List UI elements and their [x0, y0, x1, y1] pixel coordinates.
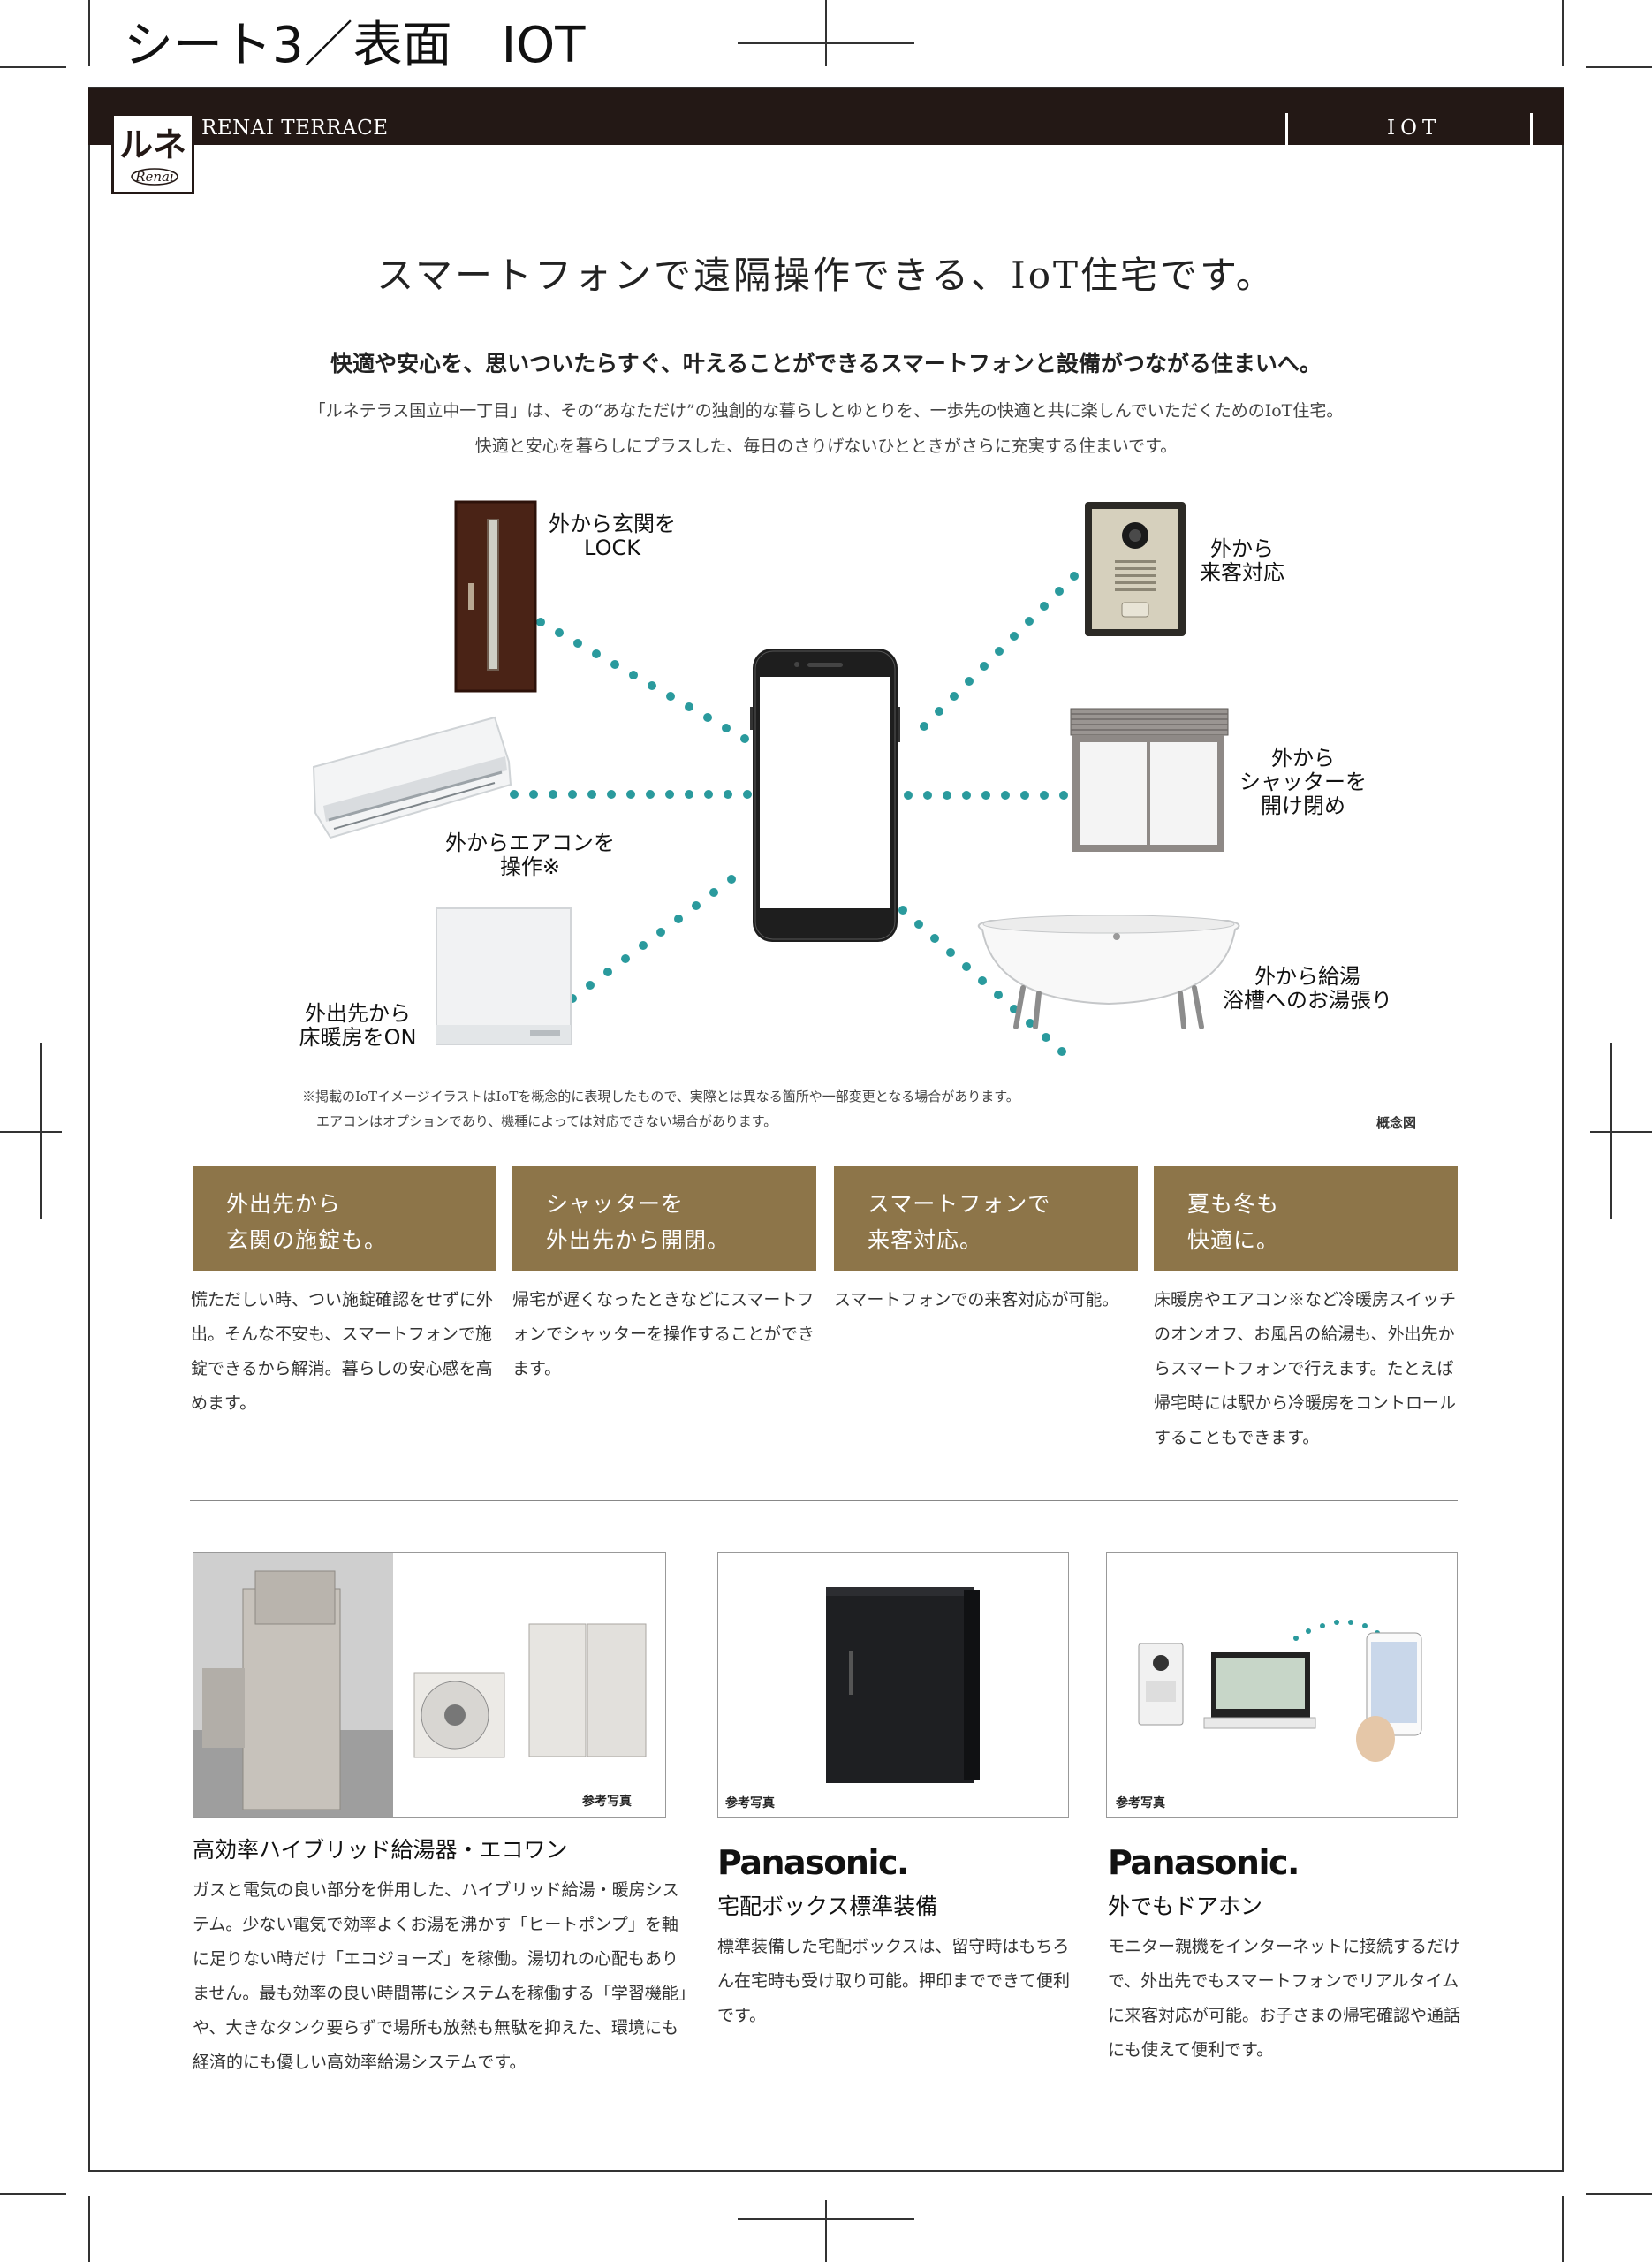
connection-dots	[510, 572, 1079, 1056]
product-photo-water-heater: 参考写真	[193, 1552, 666, 1818]
reference-photo-label: 参考写真	[725, 1796, 775, 1810]
product-description: モニター親機をインターネットに接続するだけで、外出先でもスマートフォンでリアルタ…	[1108, 1937, 1461, 2060]
feature-box: スマートフォンで 来客対応。	[834, 1166, 1138, 1271]
crop-mark	[88, 0, 90, 66]
reference-photo-label: 参考写真	[1116, 1796, 1165, 1810]
page-subheadline: 快適や安心を、思いついたらすぐ、叶えることができるスマートフォンと設備がつながる…	[330, 351, 1322, 376]
diagram-caption: 概念図	[1376, 1115, 1417, 1131]
dots-floor	[568, 875, 736, 1003]
device-label-shutter: 外から シャッターを 開け閉め	[1239, 746, 1367, 818]
water-heater-icon	[193, 1553, 647, 1817]
brand-logo: ルネ Renai	[111, 113, 194, 194]
feature-box: シャッターを 外出先から開閉。	[512, 1166, 816, 1271]
device-label-intercom: 外から 来客対応	[1200, 536, 1284, 585]
intro-line: 快適と安心を暮らしにプラスした、毎日のさりげないひとときがさらに充実する住まいで…	[474, 436, 1178, 456]
shutter-window-icon	[1070, 708, 1229, 852]
feature-description: 帰宅が遅くなったときなどにスマートフォンでシャッターを操作することができます。	[512, 1290, 815, 1378]
feature-title: 夏も冬も 快適に。	[1187, 1191, 1280, 1253]
header-divider	[1530, 113, 1533, 145]
feature-box: 夏も冬も 快適に。	[1154, 1166, 1458, 1271]
device-label-door: 外から玄関を LOCK	[549, 512, 676, 560]
panasonic-logo: Panasonic.	[717, 1843, 909, 1882]
smartphone-icon	[750, 649, 900, 942]
product-photo-door-phone: 参考写真	[1106, 1552, 1458, 1818]
crop-mark	[738, 2218, 914, 2220]
header-bar	[88, 88, 1564, 145]
crop-mark	[825, 2200, 827, 2262]
logo-mark-icon: ルネ Renai	[119, 125, 186, 186]
door-phone-icon	[1138, 1620, 1422, 1762]
section-divider	[190, 1500, 1458, 1501]
feature-description: 慌ただしい時、つい施錠確認をせずに外出。そんな不安も、スマートフォンで施錠できる…	[191, 1290, 494, 1413]
crop-mark	[1610, 1043, 1612, 1219]
logo-script: Renai	[134, 169, 174, 185]
disclaimer-note: エアコンはオプションであり、機種によっては対応できない場合があります。	[316, 1113, 777, 1129]
panasonic-logo: Panasonic.	[1108, 1843, 1300, 1882]
header-divider	[1285, 113, 1288, 145]
product-title: 宅配ボックス標準装備	[717, 1894, 938, 1919]
product-title: 高効率ハイブリッド給湯器・エコワン	[193, 1837, 568, 1863]
logo-text: ルネ	[119, 125, 186, 164]
floor-heating-panel-icon	[436, 907, 572, 1045]
device-label-aircon: 外からエアコンを 操作※	[445, 831, 615, 879]
crop-mark	[40, 1043, 42, 1219]
feature-description: 床暖房やエアコン※など冷暖房スイッチのオンオフ、お風呂の給湯も、外出先からスマー…	[1154, 1290, 1457, 1447]
crop-mark	[1562, 0, 1564, 66]
disclaimer-note: ※掲載のIoTイメージイラストはIoTを概念的に表現したもので、実際とは異なる箇…	[302, 1089, 1019, 1104]
product-description: 標準装備した宅配ボックスは、留守時はもちろん在宅時も受け取り可能。押印までできて…	[717, 1937, 1071, 2025]
reference-photo-label: 参考写真	[582, 1795, 632, 1809]
delivery-box-icon	[826, 1587, 980, 1783]
device-label-floor-heating: 外出先から 床暖房をON	[299, 1001, 417, 1050]
dots-shutter	[904, 791, 1068, 800]
feature-title: スマートフォンで 来客対応。	[868, 1191, 1051, 1253]
device-label-bath: 外から給湯 浴槽へのお湯張り	[1223, 964, 1392, 1013]
feature-title: 外出先から 玄関の施錠も。	[226, 1191, 388, 1253]
crop-mark	[1586, 2193, 1652, 2195]
feature-box: 外出先から 玄関の施錠も。	[193, 1166, 496, 1271]
intro-line: 「ルネテラス国立中一丁目」は、その“あなただけ”の独創的な暮らしとゆとりを、一歩…	[308, 401, 1344, 421]
sheet-label: シート3／表面 IOT	[124, 17, 586, 74]
crop-mark	[738, 42, 914, 44]
feature-description: スマートフォンでの来客対応が可能。	[834, 1290, 1119, 1309]
crop-mark	[1586, 66, 1652, 68]
brand-name: RENAI TERRACE	[201, 117, 389, 140]
dots-aircon	[510, 790, 752, 799]
page-headline: スマートフォンで遠隔操作できる、IoT住宅です。	[376, 254, 1276, 297]
product-photo-delivery-box: 参考写真	[717, 1552, 1069, 1818]
crop-mark	[0, 2193, 66, 2195]
feature-title: シャッターを 外出先から開閉。	[546, 1191, 731, 1253]
product-description: ガスと電気の良い部分を併用した、ハイブリッド給湯・暖房システム。少ない電気で効率…	[193, 1880, 687, 2072]
section-label: IOT	[1387, 117, 1442, 140]
product-title: 外でもドアホン	[1108, 1894, 1263, 1919]
dots-intercom	[920, 572, 1079, 731]
crop-mark	[0, 1131, 62, 1133]
iot-diagram	[312, 500, 1240, 1056]
air-conditioner-icon	[312, 716, 512, 839]
dots-door	[536, 618, 749, 743]
bathtub-icon	[977, 915, 1240, 1029]
crop-mark	[0, 66, 66, 68]
crop-mark	[1562, 2196, 1564, 2262]
crop-mark	[825, 0, 827, 66]
page-frame	[88, 87, 1564, 2172]
crop-mark	[88, 2196, 90, 2262]
dots-bath	[898, 906, 1066, 1056]
crop-mark	[1590, 1131, 1652, 1133]
intercom-icon	[1085, 502, 1186, 636]
door-icon	[454, 500, 537, 693]
